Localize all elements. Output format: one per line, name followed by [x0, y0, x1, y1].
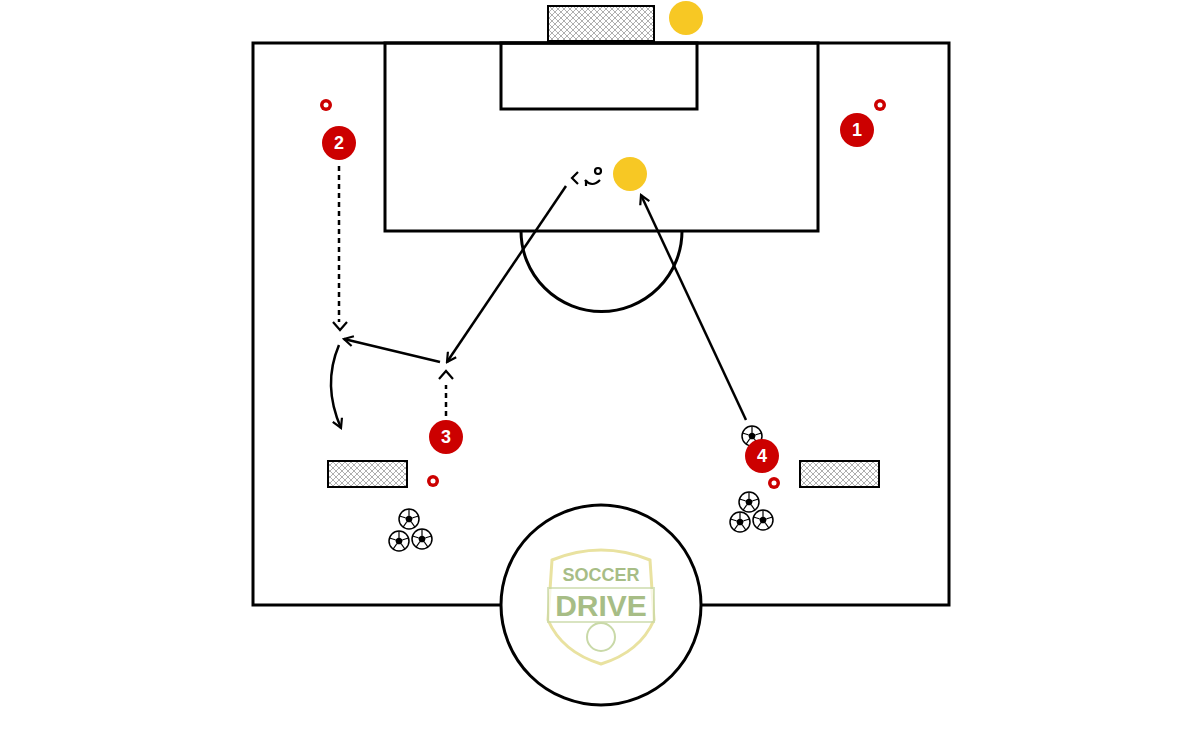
player-marker: 2	[322, 126, 356, 160]
player-marker: 1	[840, 113, 874, 147]
watermark-text: SOCCER	[562, 565, 639, 586]
callout-number: 1	[852, 121, 862, 139]
callout-number: 4	[757, 447, 767, 465]
player-marker: 4	[745, 439, 779, 473]
player-marker: 3	[429, 420, 463, 454]
callout-number: 3	[441, 428, 451, 446]
callout-number: 2	[334, 134, 344, 152]
watermark-text: DRIVE	[555, 589, 647, 623]
